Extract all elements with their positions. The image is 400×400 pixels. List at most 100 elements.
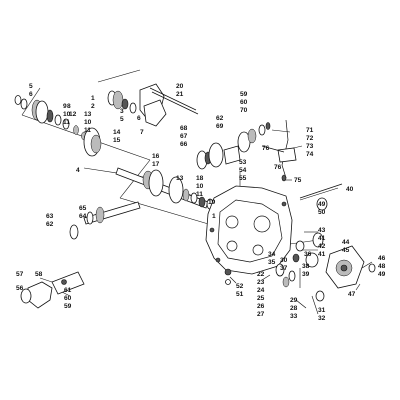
callout-label: 47 — [348, 291, 356, 298]
callout-label: 26 — [257, 303, 265, 310]
callout-label: 25 — [257, 295, 265, 302]
callout-label: 49 — [378, 271, 386, 278]
callout-label: 6 — [29, 91, 33, 98]
callout-label: 35 — [268, 259, 276, 266]
callout-label: 1 — [91, 95, 95, 102]
callout-label: 7 — [140, 129, 144, 136]
callout-label: 73 — [306, 143, 314, 150]
callout-label: 56 — [16, 285, 24, 292]
callout-label: 59 — [240, 91, 248, 98]
output-housing — [20, 271, 85, 309]
callout-label: 21 — [176, 91, 184, 98]
callout-label: 10 — [63, 111, 71, 118]
callout-label: 15 — [113, 137, 121, 144]
callout-label: 71 — [306, 127, 314, 134]
callout-label: 39 — [302, 271, 310, 278]
callout-label: 49 — [318, 201, 326, 208]
callout-label: 48 — [378, 263, 386, 270]
callout-label: 64 — [79, 213, 87, 220]
callout-label: 32 — [318, 315, 326, 322]
callout-label: 76 — [262, 145, 270, 152]
callout-label: 34 — [268, 251, 276, 258]
callout-label: 58 — [35, 271, 43, 278]
callout-label: 36 — [304, 251, 312, 258]
callout-label: 29 — [290, 297, 298, 304]
callout-label: 11 — [84, 127, 91, 134]
callout-label: 62 — [216, 115, 224, 122]
callout-label: 31 — [318, 307, 326, 314]
callout-label: 9 — [63, 103, 67, 110]
callout-label: 30 — [280, 257, 288, 264]
callout-label: 14 — [113, 129, 121, 136]
callout-label: 28 — [290, 305, 298, 312]
callout-label: 5 — [120, 116, 124, 123]
callout-label: 18 — [196, 175, 204, 182]
callout-label: 76 — [274, 164, 282, 171]
callout-label: 51 — [236, 291, 244, 298]
callout-label: 20 — [176, 83, 184, 90]
callout-label: 42 — [318, 243, 326, 250]
callout-label: 66 — [180, 141, 188, 148]
callout-label: 5 — [29, 83, 33, 90]
callout-label: 23 — [257, 279, 265, 286]
callout-label: 10 — [196, 183, 204, 190]
callout-label: 59 — [64, 303, 72, 310]
callout-label: 67 — [180, 133, 188, 140]
callout-label: 13 — [176, 175, 184, 182]
callout-label: 2 — [91, 103, 95, 110]
shift-lever — [261, 119, 297, 182]
callout-label: 65 — [79, 205, 87, 212]
callout-label: 62 — [46, 221, 54, 228]
callout-label: 52 — [236, 283, 244, 290]
callout-label: 11 — [63, 119, 70, 126]
callout-label: 74 — [306, 151, 314, 158]
callout-label: 37 — [280, 265, 288, 272]
callout-label: 33 — [290, 313, 298, 320]
callout-label: 12 — [69, 111, 77, 118]
callout-label: 4 — [76, 167, 80, 174]
callout-label: 50 — [318, 209, 326, 216]
callout-label: 70 — [240, 107, 248, 114]
lower-shaft — [69, 201, 141, 240]
callout-label: 41 — [318, 251, 326, 258]
shift-fork-assembly — [107, 83, 199, 127]
callout-label: 43 — [318, 227, 326, 234]
callout-label: 46 — [378, 255, 386, 262]
callout-label: 41 — [318, 235, 326, 242]
callout-label: 22 — [257, 271, 265, 278]
callout-label: 72 — [306, 135, 314, 142]
callout-label: 55 — [239, 175, 247, 182]
callout-label: 11 — [196, 191, 203, 198]
callout-label: 24 — [257, 287, 265, 294]
callout-label: 44 — [342, 239, 350, 246]
callout-label: 16 — [152, 153, 160, 160]
main-shaft — [115, 167, 214, 210]
callout-label: 68 — [180, 125, 188, 132]
callout-label: 3 — [120, 108, 124, 115]
callout-label: 10 — [84, 119, 92, 126]
callout-label: 6 — [137, 115, 141, 122]
callout-label: 19 — [208, 199, 216, 206]
upper-gear-cluster — [14, 95, 102, 157]
callout-label: 45 — [342, 247, 350, 254]
callout-label: 75 — [294, 177, 302, 184]
callout-label: 38 — [302, 263, 310, 270]
callout-label: 60 — [240, 99, 248, 106]
internal-components — [224, 240, 325, 309]
callout-label: 69 — [216, 123, 224, 130]
callout-label: 27 — [257, 311, 265, 318]
callout-labels: 5 6 9 10 11 8 12 13 10 11 14 15 1 2 3 5 … — [16, 83, 386, 322]
callout-label: 17 — [152, 161, 160, 168]
callout-label: 40 — [346, 186, 354, 193]
callout-label: 63 — [46, 213, 54, 220]
callout-label: 53 — [239, 159, 247, 166]
callout-label: 60 — [64, 295, 72, 302]
callout-label: 54 — [239, 167, 247, 174]
upper-right-gears — [196, 122, 271, 170]
callout-label: 61 — [64, 287, 72, 294]
callout-label: 1 — [212, 213, 216, 220]
callout-label: 8 — [67, 103, 71, 110]
callout-label: 57 — [16, 271, 24, 278]
